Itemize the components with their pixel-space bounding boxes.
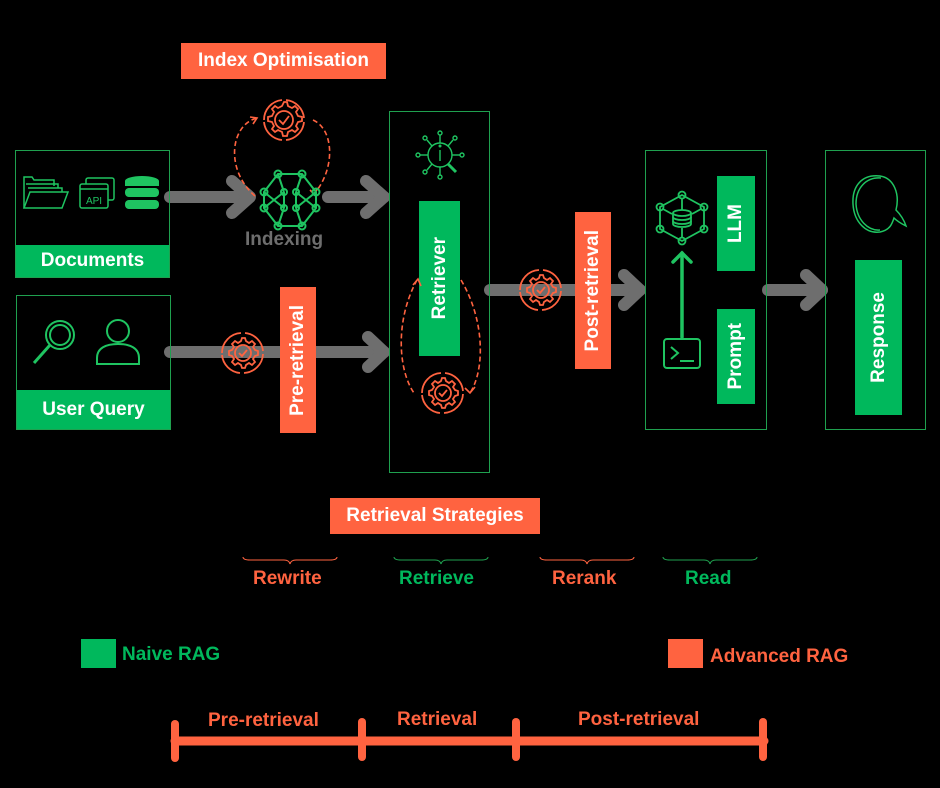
- timeline-post-retrieval: Post-retrieval: [578, 709, 700, 730]
- brace-rerank: [539, 556, 635, 565]
- legend-advanced-label: Advanced RAG: [710, 646, 849, 667]
- response-box: [825, 150, 926, 430]
- prompt-to-llm-arrow: [671, 250, 693, 339]
- post-retrieval-gear-icon: [519, 269, 562, 311]
- arrowhead-documents-to-indexing: [226, 175, 256, 219]
- index-optimisation-label: Index Optimisation: [181, 43, 386, 79]
- api-icon: API: [79, 177, 115, 209]
- llm-label: LLM: [717, 176, 755, 271]
- arrowhead-query-to-retriever: [362, 331, 390, 373]
- timeline-pre-retrieval: Pre-retrieval: [208, 710, 319, 731]
- retrieval-strategies-label: Retrieval Strategies: [330, 498, 540, 534]
- arrowhead-indexing-to-retriever: [360, 175, 390, 219]
- network-graph-icon: [259, 169, 321, 231]
- response-label: Response: [855, 260, 902, 415]
- strategy-read: Read: [685, 568, 732, 589]
- documents-label: Documents: [16, 245, 169, 277]
- strategy-rewrite: Rewrite: [253, 568, 322, 589]
- user-query-box: [16, 295, 171, 430]
- retriever-box: [389, 111, 490, 473]
- legend-advanced-swatch: [668, 639, 703, 668]
- brace-rewrite: [242, 556, 338, 565]
- brace-retrieve: [393, 556, 489, 565]
- prompt-label: Prompt: [717, 309, 755, 404]
- info-search-icon: [415, 130, 465, 180]
- user-query-label: User Query: [17, 390, 170, 429]
- timeline-retrieval: Retrieval: [397, 709, 478, 730]
- chat-bubble-icon: [852, 175, 908, 233]
- brace-read: [662, 556, 758, 565]
- post-retrieval-label: Post-retrieval: [575, 212, 611, 369]
- folder-icon: [22, 176, 70, 209]
- arrowhead-retriever-to-llm: [618, 269, 646, 311]
- database-icon: [125, 176, 159, 209]
- strategy-retrieve: Retrieve: [399, 568, 474, 589]
- legend-naive-swatch: [81, 639, 116, 668]
- gear-check-cycle-icon: [263, 99, 305, 141]
- search-icon: [32, 320, 75, 364]
- arrowhead-llm-to-response: [800, 269, 828, 311]
- user-icon: [96, 319, 140, 365]
- legend-naive-label: Naive RAG: [122, 644, 221, 665]
- retriever-label: Retriever: [419, 201, 460, 356]
- database-network-icon: [655, 190, 709, 246]
- strategy-rerank: Rerank: [552, 568, 617, 589]
- indexing-label: Indexing: [245, 229, 324, 250]
- retriever-gear-icon: [421, 372, 464, 414]
- generation-box: [645, 150, 767, 430]
- documents-box: [15, 150, 170, 278]
- svg-text:API: API: [86, 196, 102, 207]
- pre-retrieval-label: Pre-retrieval: [280, 287, 316, 433]
- pre-retrieval-gear-icon: [221, 332, 264, 374]
- terminal-icon: [663, 338, 701, 369]
